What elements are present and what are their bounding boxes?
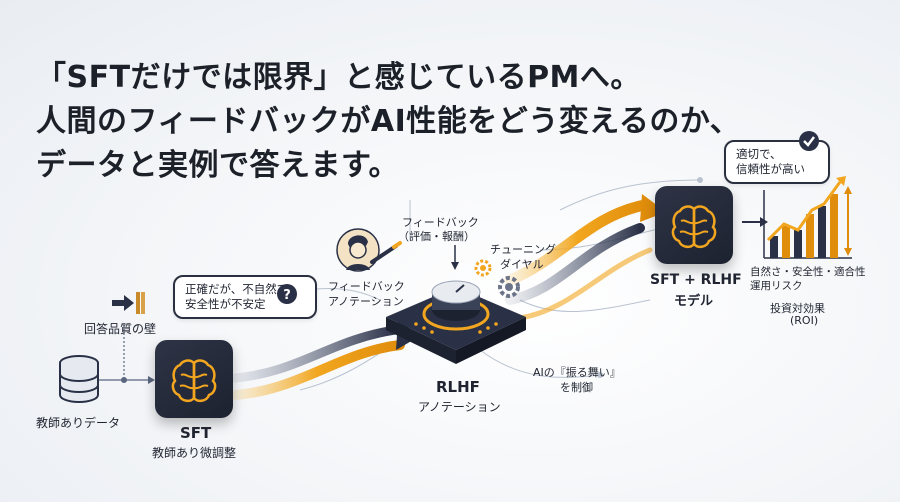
tuning-label-1: チューニング [490,243,556,256]
roi-label-2: (ROI) [790,314,819,327]
gear-icon [474,259,492,277]
roi-chart-icon [763,176,852,259]
rlhf-subtitle: アノテーション [418,400,501,414]
model-subtitle: モデル [674,294,714,309]
wall-arrow-icon [112,292,145,314]
annotation-label-1: フィードバック [328,280,405,293]
headline-line-1: 「SFTだけでは限界」と感じているPMへ。 [36,60,641,95]
headline-line-3: データと実例で答えます。 [36,148,399,183]
gear-icon-large [498,276,520,298]
question-icon: ? [277,284,297,304]
model-title: SFT + RLHF [650,272,742,288]
headline-line-2: 人間のフィードバックがAI性能をどう変えるのか、 [36,104,741,139]
check-icon [799,131,819,151]
wall-label: 回答品質の壁 [84,322,157,336]
behavior-label-2: を制御 [560,381,593,394]
data-label: 教師ありデータ [36,416,121,430]
tuning-label-2: ダイヤル [500,258,544,271]
brain-icon [671,205,717,249]
behavior-label-1: AIの『振る舞い』 [533,366,621,379]
svg-text:?: ? [283,288,291,303]
sft-title: SFT [180,424,212,442]
model-quality-line-2: 信頼性が高い [736,162,805,176]
annotation-label-2: アノテーション [328,295,404,308]
sft-tile [155,340,233,418]
annotator-person-icon [336,228,402,272]
sft-issue-line-1: 正確だが、不自然で [185,282,289,296]
sft-subtitle: 教師あり微調整 [152,446,237,460]
tuning-dial-device [386,280,526,364]
feedback-label-2: （評価・報酬） [398,230,475,243]
roi-label-1: 投資対効果 [770,302,825,315]
rlhf-title: RLHF [436,378,480,396]
rlhf-model-tile [655,186,733,264]
brain-icon [171,359,217,403]
feedback-label-1: フィードバック [402,216,479,229]
sft-issue-line-2: 安全性が不安定 [185,297,266,311]
model-quality-line-1: 適切で、 [736,147,782,161]
database-icon [59,355,99,403]
outcomes-line-2: 運用リスク [750,280,803,292]
outcomes-line-1: 自然さ・安全性・適合性 [750,266,866,278]
